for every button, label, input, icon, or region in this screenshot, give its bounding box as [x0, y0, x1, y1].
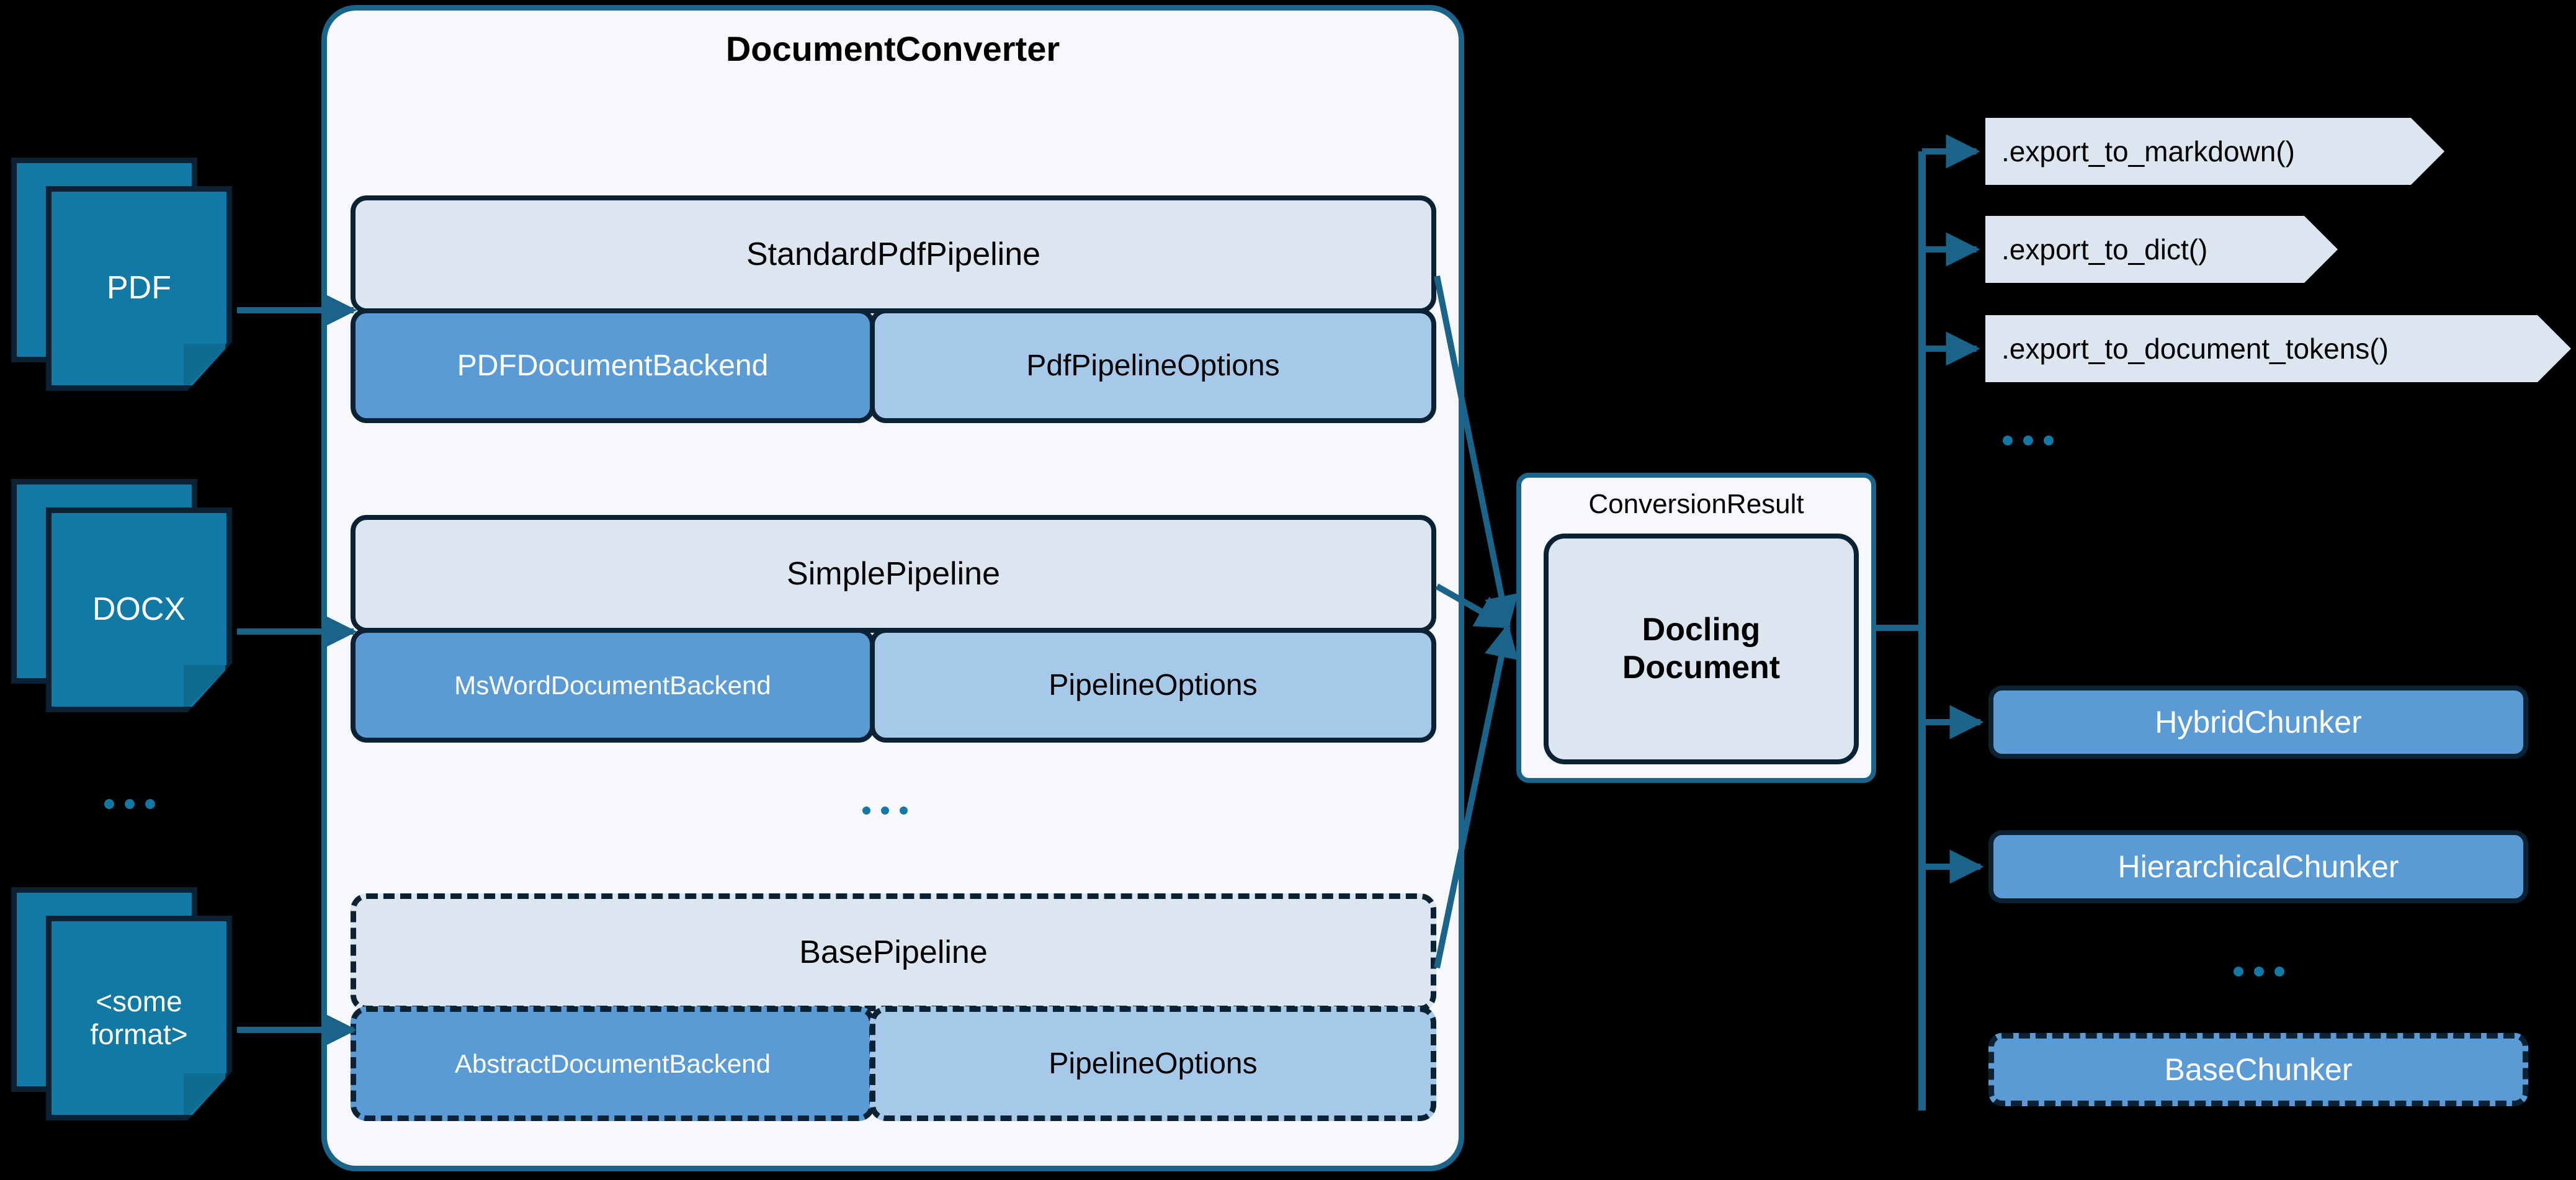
- pipeline-row: AbstractDocumentBackend PipelineOptions: [351, 1006, 1436, 1121]
- pipeline-header-base: BasePipeline: [351, 893, 1436, 1011]
- input-label-pdf: PDF: [107, 270, 171, 306]
- docling-document-box[interactable]: Docling Document: [1544, 534, 1859, 764]
- pipeline-row: PDFDocumentBackend PdfPipelineOptions: [351, 308, 1436, 423]
- export-chevron-document-tokens[interactable]: .export_to_document_tokens(): [1985, 315, 2571, 382]
- chunker-base[interactable]: BaseChunker: [1988, 1033, 2528, 1106]
- document-converter-title: DocumentConverter: [725, 29, 1060, 68]
- chunker-hierarchical[interactable]: HierarchicalChunker: [1988, 830, 2528, 903]
- chunker-label-hierarchical: HierarchicalChunker: [2118, 849, 2399, 884]
- chunker-ellipsis: [2234, 967, 2284, 977]
- export-label-document-tokens: .export_to_document_tokens(): [2001, 333, 2389, 365]
- backend-msword-document-backend[interactable]: MsWordDocumentBackend: [351, 628, 875, 743]
- document-front-sheet: PDF: [46, 186, 232, 391]
- pipeline-group-simple[interactable]: SimplePipeline MsWordDocumentBackend Pip…: [351, 515, 1436, 743]
- chunker-label-base: BaseChunker: [2164, 1052, 2353, 1087]
- options-pipeline-options[interactable]: PipelineOptions: [870, 628, 1436, 743]
- input-label-line1: <some: [96, 985, 182, 1018]
- input-document-pdf[interactable]: PDF: [11, 158, 235, 393]
- input-label-some-format: <some format>: [81, 985, 196, 1051]
- pipeline-group-standard-pdf[interactable]: StandardPdfPipeline PDFDocumentBackend P…: [351, 195, 1436, 423]
- options-pipeline-options-base[interactable]: PipelineOptions: [870, 1006, 1436, 1121]
- input-label-line2: format>: [90, 1018, 188, 1050]
- pipeline-row: MsWordDocumentBackend PipelineOptions: [351, 628, 1436, 743]
- input-ellipsis: [104, 799, 155, 809]
- backend-abstract-document-backend[interactable]: AbstractDocumentBackend: [351, 1006, 875, 1121]
- export-label-dict: .export_to_dict(): [2001, 233, 2208, 266]
- export-chevron-dict[interactable]: .export_to_dict(): [1985, 216, 2338, 283]
- options-pdf-pipeline-options[interactable]: PdfPipelineOptions: [870, 308, 1436, 423]
- docling-document-line2: Document: [1622, 650, 1781, 686]
- chunker-label-hybrid: HybridChunker: [2155, 705, 2362, 740]
- input-document-docx[interactable]: DOCX: [11, 479, 235, 715]
- input-label-docx: DOCX: [92, 591, 186, 628]
- conversion-result-container: ConversionResult Docling Document: [1516, 473, 1876, 783]
- pipeline-group-base[interactable]: BasePipeline AbstractDocumentBackend Pip…: [351, 893, 1436, 1121]
- export-label-markdown: .export_to_markdown(): [2001, 135, 2295, 168]
- docling-document-line1: Docling: [1642, 611, 1761, 648]
- input-document-some-format[interactable]: <some format>: [11, 887, 235, 1123]
- chunker-hybrid[interactable]: HybridChunker: [1988, 686, 2528, 759]
- conversion-result-label: ConversionResult: [1588, 489, 1804, 519]
- pipeline-header-standard-pdf: StandardPdfPipeline: [351, 195, 1436, 313]
- export-chevron-markdown[interactable]: .export_to_markdown(): [1985, 118, 2444, 185]
- pipeline-ellipsis: [862, 807, 908, 815]
- docling-document-text: Docling Document: [1622, 611, 1780, 687]
- backend-pdf-document-backend[interactable]: PDFDocumentBackend: [351, 308, 875, 423]
- export-ellipsis: [2003, 436, 2054, 445]
- pipeline-header-simple: SimplePipeline: [351, 515, 1436, 633]
